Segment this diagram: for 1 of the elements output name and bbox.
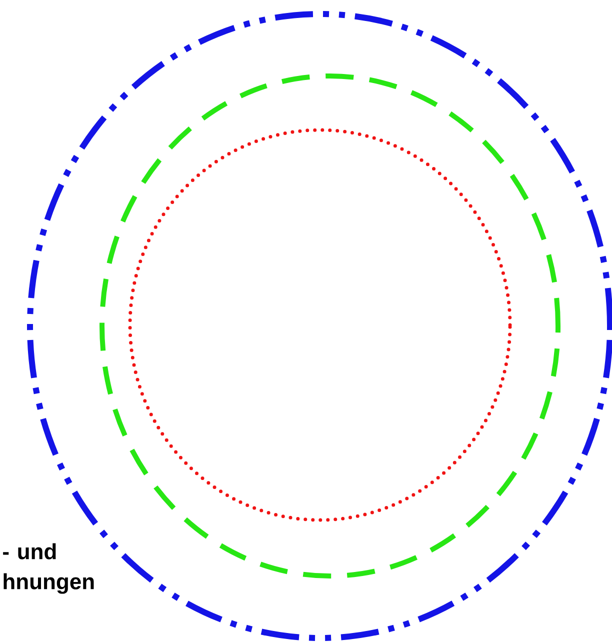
note-text: - und hnungen [3, 543, 94, 594]
